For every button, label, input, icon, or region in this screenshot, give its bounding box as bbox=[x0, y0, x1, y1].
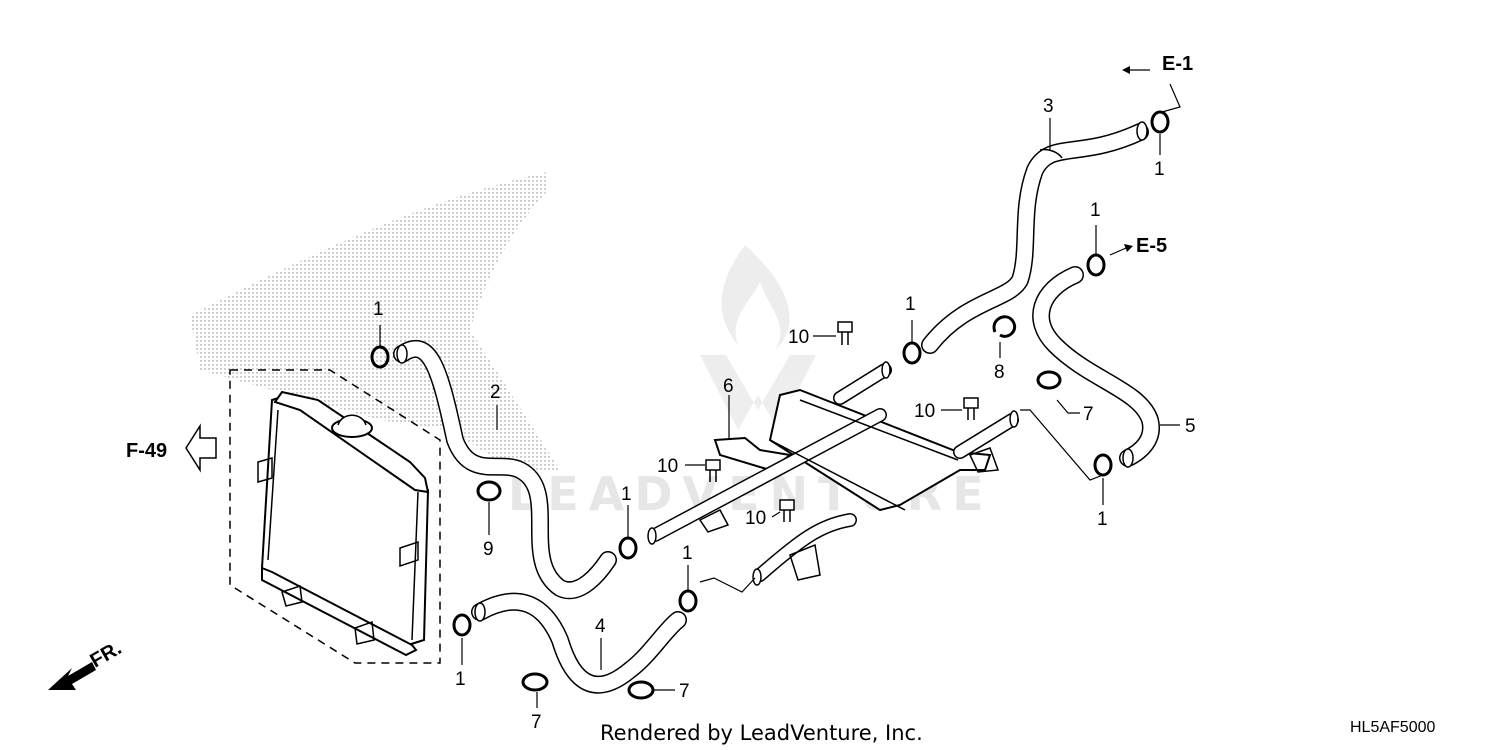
callout-6: 6 bbox=[723, 376, 734, 397]
leader-lines bbox=[379, 83, 1181, 708]
clamp-7-c bbox=[627, 680, 655, 700]
callout-1: 1 bbox=[373, 299, 384, 320]
shaded-area bbox=[190, 172, 560, 475]
outline-arrow-left-icon bbox=[185, 423, 217, 473]
water-pipe-assembly-6 bbox=[647, 361, 1019, 586]
radiator-bracket-left bbox=[257, 457, 273, 483]
callout-8: 8 bbox=[994, 362, 1005, 383]
radiator-mount-bottom-1 bbox=[281, 584, 303, 607]
callout-10: 10 bbox=[788, 327, 809, 348]
radiator-bracket-right bbox=[399, 540, 419, 568]
rail bbox=[769, 399, 959, 511]
clamp-9 bbox=[476, 480, 502, 502]
rendered-by-text: Rendered by LeadVenture, Inc. bbox=[600, 721, 923, 745]
clamp-7-b bbox=[521, 672, 549, 692]
bracket-left bbox=[713, 436, 793, 472]
bolt-10-c bbox=[705, 459, 721, 482]
clamp-7-a bbox=[1036, 370, 1062, 390]
callout-7: 7 bbox=[1083, 404, 1094, 425]
hose-2 bbox=[393, 339, 617, 600]
clamp-1-h bbox=[452, 613, 472, 637]
callout-10: 10 bbox=[745, 508, 766, 529]
radiator-cap-top bbox=[337, 414, 367, 426]
callout-1: 1 bbox=[1097, 509, 1108, 530]
lower-bracket bbox=[698, 509, 730, 533]
bolt-10-b bbox=[963, 397, 979, 420]
radiator-mount-bottom-2 bbox=[354, 620, 375, 645]
callout-9: 9 bbox=[483, 539, 494, 560]
clamp-1-c bbox=[1150, 110, 1170, 134]
callout-1: 1 bbox=[455, 669, 466, 690]
radiator-assembly bbox=[229, 369, 441, 664]
ref-e5: E-5 bbox=[1109, 235, 1167, 257]
ref-e1-label: E-1 bbox=[1162, 53, 1193, 75]
callout-2: 2 bbox=[490, 382, 501, 403]
clamp-1-g bbox=[678, 589, 698, 613]
callout-1: 1 bbox=[1154, 159, 1165, 180]
hose-3 bbox=[921, 121, 1149, 354]
callout-1: 1 bbox=[621, 484, 632, 505]
callout-1: 1 bbox=[905, 294, 916, 315]
ref-f49-label: F-49 bbox=[126, 440, 167, 462]
clamp-1-f bbox=[618, 536, 638, 560]
callout-3: 3 bbox=[1043, 96, 1054, 117]
clamp-1-b bbox=[902, 341, 922, 365]
hose-4 bbox=[471, 592, 687, 694]
callout-7: 7 bbox=[679, 681, 690, 702]
clamp-1-e bbox=[1093, 453, 1113, 477]
hose-5 bbox=[1032, 266, 1160, 468]
center-bracket bbox=[789, 543, 821, 581]
front-direction-arrow-icon bbox=[48, 662, 96, 690]
callout-7: 7 bbox=[531, 712, 542, 733]
callout-10: 10 bbox=[914, 401, 935, 422]
radiator-outline-box bbox=[229, 369, 441, 664]
clamp-8 bbox=[992, 315, 1017, 338]
ref-e1: E-1 bbox=[1122, 53, 1193, 75]
callout-1: 1 bbox=[682, 543, 693, 564]
radiator-top-tank bbox=[273, 390, 430, 494]
right-bracket bbox=[968, 447, 1000, 473]
clamp-1-d bbox=[1086, 253, 1106, 277]
callout-4: 4 bbox=[595, 616, 606, 637]
diagram-code: HL5AF5000 bbox=[1350, 719, 1435, 736]
callout-5: 5 bbox=[1185, 416, 1196, 437]
bolt-10-a bbox=[837, 321, 853, 345]
callout-10: 10 bbox=[657, 456, 678, 477]
ref-e5-label: E-5 bbox=[1136, 235, 1167, 257]
ref-f49: F-49 bbox=[126, 423, 217, 473]
front-direction: FR. bbox=[48, 637, 125, 690]
callout-1: 1 bbox=[1090, 200, 1101, 221]
bolt-10-d bbox=[779, 499, 795, 522]
